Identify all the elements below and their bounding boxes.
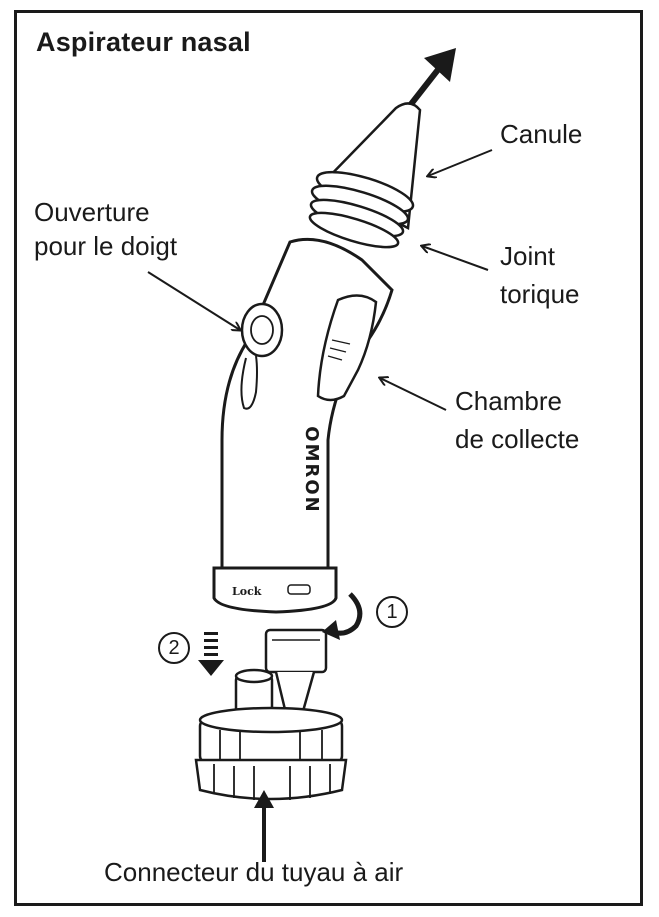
label-canule: Canule <box>500 119 583 149</box>
chamber-level-marks <box>327 339 351 361</box>
label-finger-opening-1: Ouverture <box>34 197 150 227</box>
o-ring-part <box>308 184 410 249</box>
canule-leader <box>428 149 493 176</box>
collection-chamber <box>316 294 378 402</box>
chamber-leader <box>380 378 447 411</box>
label-finger-opening-2: pour le doigt <box>34 231 178 261</box>
finger-leader <box>147 271 240 330</box>
step-2-badge: 2 <box>158 632 190 664</box>
air-hose-connector-part <box>194 628 348 801</box>
label-chamber-2: de collecte <box>455 424 580 454</box>
joint-leader <box>422 246 489 271</box>
label-connector: Connecteur du tuyau à air <box>104 857 404 887</box>
direction-arrow-icon <box>405 48 456 110</box>
label-o-ring-2: torique <box>500 279 580 309</box>
step-1-badge: 1 <box>376 596 408 628</box>
push-down-arrow-icon <box>198 632 224 676</box>
label-chamber-1: Chambre <box>455 386 562 416</box>
diagram-title: Aspirateur nasal <box>36 27 251 57</box>
lock-marking: Lock <box>232 585 262 598</box>
aspirator-body: OMRON Lock <box>212 237 394 614</box>
brand-logo: OMRON <box>301 426 322 513</box>
label-o-ring-1: Joint <box>500 241 555 271</box>
